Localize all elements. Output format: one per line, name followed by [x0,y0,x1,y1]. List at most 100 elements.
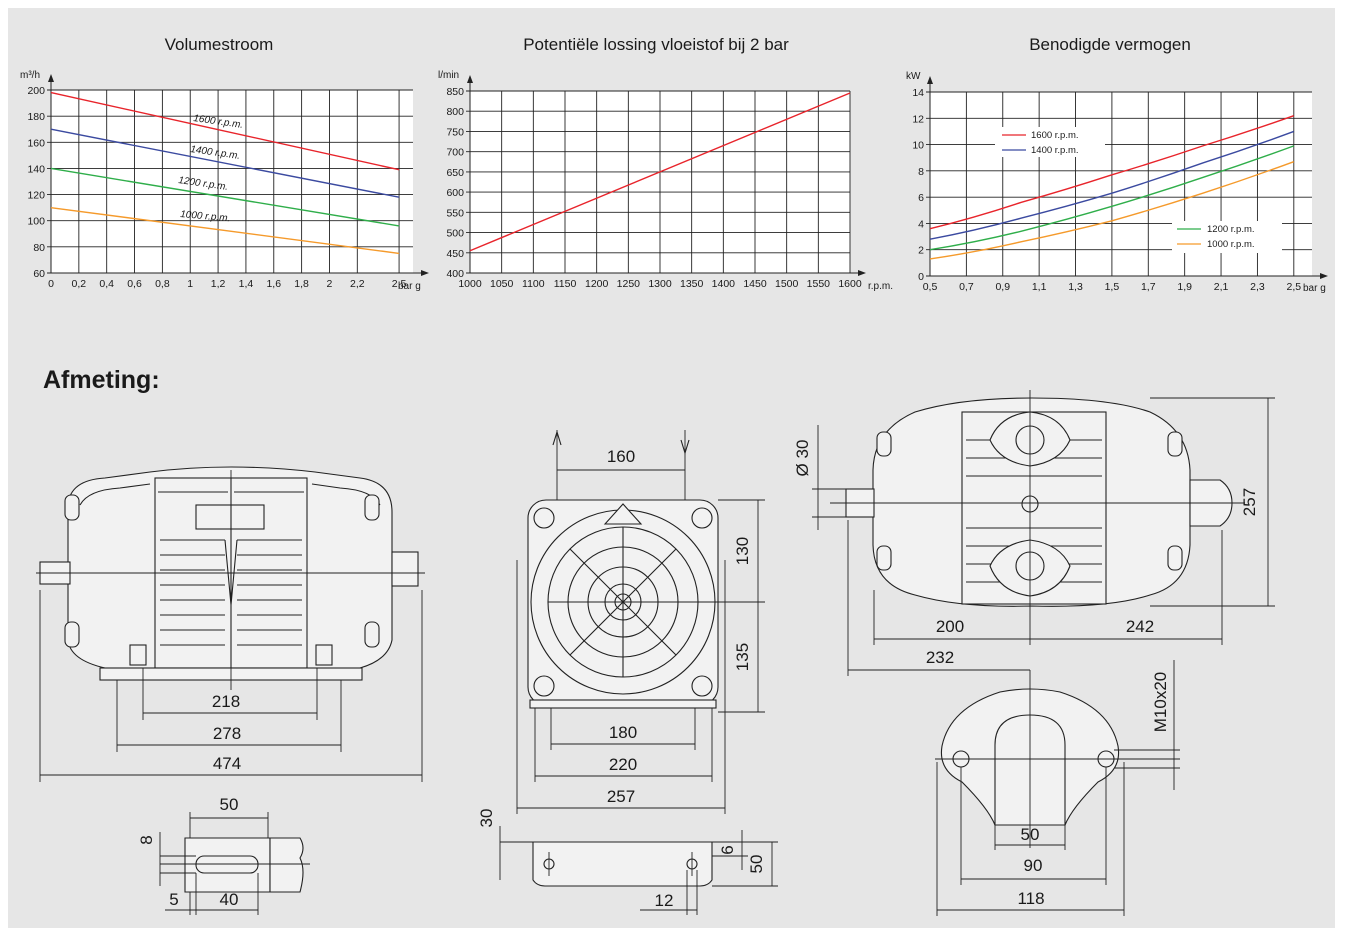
dim-key-50: 50 [220,795,239,814]
y-tick-label: 2 [918,245,924,257]
x-tick-label: 0,2 [72,278,87,290]
dim-side-257: 257 [607,787,635,806]
y-tick-label: 500 [446,228,464,240]
front-view-dimensions: 218 278 474 [39,590,423,782]
dim-key-8: 8 [137,835,156,844]
x-tick-label: 1500 [775,278,799,290]
chart-title: Volumestroom [165,35,274,54]
x-tick-label: 1350 [680,278,704,290]
y-tick-label: 60 [33,268,45,280]
dim-side-180: 180 [609,723,637,742]
y-tick-label: 650 [446,167,464,179]
x-axis-unit: bar g [398,281,421,292]
x-tick-label: 1150 [554,278,577,290]
dim-218: 218 [212,692,240,711]
x-tick-label: 1200 [585,278,609,290]
dim-flange-90: 90 [1024,856,1043,875]
y-tick-label: 400 [446,268,464,280]
y-tick-label: 200 [27,85,45,97]
dim-top-dia30: Ø 30 [793,440,812,477]
y-tick-label: 850 [446,86,464,98]
x-tick-label: 2,5 [1287,281,1302,293]
x-tick-label: 2 [327,278,333,290]
legend-1600: 1600 r.p.m. [1031,130,1079,141]
x-axis-unit: bar g [1303,283,1326,294]
x-tick-label: 0 [48,278,54,290]
x-tick-label: 2,2 [350,278,365,290]
legend-1000: 1000 r.p.m. [1207,239,1255,250]
x-axis-arrow [858,270,866,276]
dim-flange-50: 50 [1021,825,1040,844]
dim-foot-50: 50 [747,855,766,874]
x-tick-label: 2,3 [1250,281,1265,293]
x-tick-label: 0,9 [995,281,1010,293]
x-tick-label: 1,6 [266,278,281,290]
dim-top-232: 232 [926,648,954,667]
x-tick-label: 1,8 [294,278,309,290]
top-view-dimensions: Ø 30 257 200 242 232 [793,397,1275,676]
dim-foot-12: 12 [655,891,674,910]
y-tick-label: 450 [446,248,464,260]
x-tick-label: 1450 [743,278,767,290]
x-tick-label: 0,5 [923,281,938,293]
dim-top-200: 200 [936,617,964,636]
x-tick-label: 1,3 [1068,281,1083,293]
dim-side-160: 160 [607,447,635,466]
y-axis-unit: l/min [438,70,459,81]
dim-key-40: 40 [220,890,239,909]
series-line [50,91,400,171]
x-tick-label: 1050 [490,278,514,290]
y-tick-label: 12 [912,113,924,125]
x-axis-unit: r.p.m. [868,281,893,292]
series-line [929,130,1295,240]
y-tick-label: 0 [918,271,924,283]
y-tick-label: 180 [27,111,45,123]
x-tick-label: 0,4 [99,278,114,290]
legend-lower: 1200 r.p.m. 1000 r.p.m. [1172,221,1282,253]
drawing-top-view [830,390,1245,615]
y-tick-label: 4 [918,218,924,230]
chart-title: Benodigde vermogen [1029,35,1191,54]
y-tick-label: 100 [27,216,45,228]
chart-title: Potentiële lossing vloeistof bij 2 bar [523,35,789,54]
series-line [929,161,1295,260]
x-tick-label: 1,5 [1105,281,1120,293]
dim-278: 278 [213,724,241,743]
y-tick-label: 750 [446,126,464,138]
x-tick-label: 0,6 [127,278,142,290]
x-tick-label: 1600 [838,278,862,290]
dim-foot-6: 6 [718,845,737,854]
x-tick-label: 1400 [712,278,736,290]
dim-side-220: 220 [609,755,637,774]
series-line [50,206,400,255]
drawing-flange: M10x20 50 90 118 [935,660,1180,916]
y-tick-label: 80 [33,242,45,254]
dim-side-135: 135 [733,643,752,671]
dim-key-5: 5 [169,890,178,909]
drawing-shaft-key: 50 8 5 40 [137,795,310,915]
legend-upper: 1600 r.p.m. 1400 r.p.m. [995,127,1105,157]
series-line [50,167,400,227]
y-tick-label: 10 [912,140,924,152]
y-axis-unit: m³/h [20,70,40,81]
y-tick-label: 600 [446,187,464,199]
x-tick-label: 1300 [648,278,672,290]
series-line [50,128,400,198]
x-tick-label: 0,7 [959,281,974,293]
x-axis-arrow [1320,273,1328,279]
series-line [469,92,851,252]
y-tick-label: 6 [918,192,924,204]
x-tick-label: 1250 [617,278,641,290]
drawing-front-view [36,466,425,690]
y-tick-label: 120 [27,190,45,202]
dim-474: 474 [213,754,241,773]
dim-top-242: 242 [1126,617,1154,636]
drawing-base-foot: 30 6 50 12 [477,809,778,915]
chart-potentiele-lossing: Potentiële lossing vloeistof bij 2 bar l… [438,35,893,292]
x-tick-label: 1000 [458,278,482,290]
y-tick-label: 8 [918,166,924,178]
y-axis-arrow [48,74,54,82]
